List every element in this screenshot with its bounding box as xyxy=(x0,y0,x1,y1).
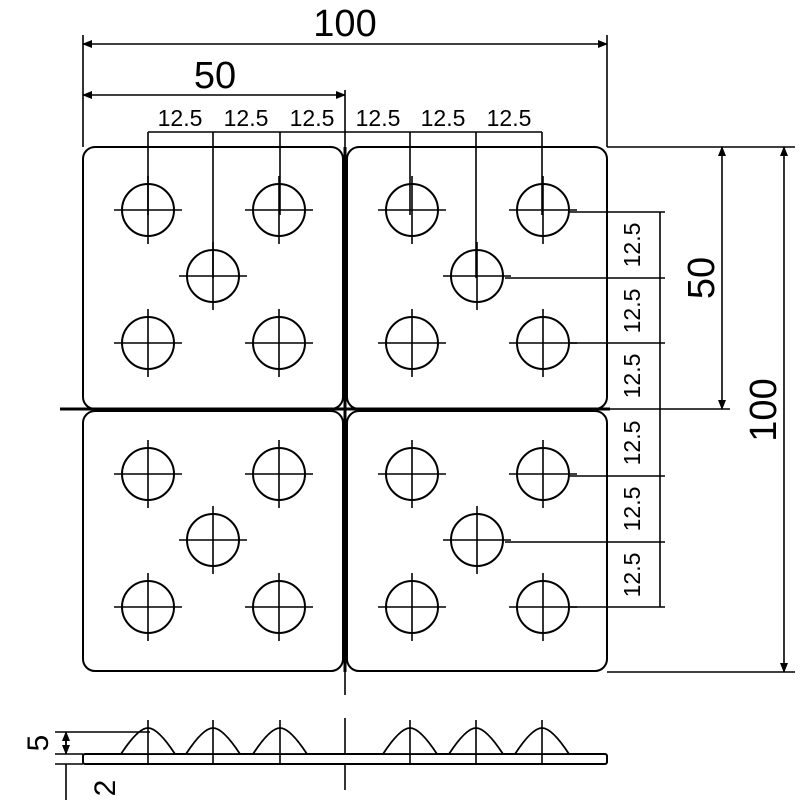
hole-16 xyxy=(378,440,446,508)
hole-7 xyxy=(509,176,577,244)
hole-12 xyxy=(245,440,313,508)
profile-base xyxy=(82,753,608,765)
profile-bumps xyxy=(119,720,571,764)
dim-spacing-right-6: 12.5 xyxy=(619,553,645,598)
hole-5 xyxy=(245,309,313,377)
hole-17 xyxy=(509,440,577,508)
hole-6 xyxy=(378,176,446,244)
dim-overall-width: 100 xyxy=(313,3,376,45)
dim-spacing-right-1: 12.5 xyxy=(619,223,645,268)
hole-11 xyxy=(114,440,182,508)
hole-2 xyxy=(245,176,313,244)
dim-half-width: 50 xyxy=(194,55,236,97)
right-dimensions: 100 50 12.5 12.5 12.5 12.5 12.5 12.5 xyxy=(505,146,795,673)
dim-spacing-top-6: 12.5 xyxy=(487,105,532,131)
dim-bump-height: 5 xyxy=(22,735,55,752)
dim-half-height: 50 xyxy=(681,257,723,299)
dim-spacing-top-2: 12.5 xyxy=(224,105,269,131)
side-profile: 5 2 xyxy=(22,720,608,800)
hole-18 xyxy=(443,506,511,574)
hole-14 xyxy=(114,573,182,641)
hole-9 xyxy=(378,309,446,377)
hole-15 xyxy=(245,573,313,641)
dim-spacing-right-3: 12.5 xyxy=(619,354,645,399)
dim-spacing-right-2: 12.5 xyxy=(619,289,645,334)
dim-base-thickness: 2 xyxy=(89,780,122,797)
hole-19 xyxy=(378,573,446,641)
hole-10 xyxy=(509,309,577,377)
dim-overall-height: 100 xyxy=(743,378,785,441)
hole-13 xyxy=(179,506,247,574)
dim-spacing-right-4: 12.5 xyxy=(619,421,645,466)
top-dimensions: 100 50 12.5 12.5 12.5 12.5 12.5 12.5 xyxy=(82,3,608,278)
dim-spacing-top-1: 12.5 xyxy=(158,105,203,131)
hole-8 xyxy=(443,242,511,310)
dim-spacing-top-5: 12.5 xyxy=(421,105,466,131)
hole-20 xyxy=(509,573,577,641)
dim-spacing-top-4: 12.5 xyxy=(356,105,401,131)
hole-4 xyxy=(114,309,182,377)
dim-spacing-right-5: 12.5 xyxy=(619,487,645,532)
dim-spacing-top-3: 12.5 xyxy=(290,105,335,131)
